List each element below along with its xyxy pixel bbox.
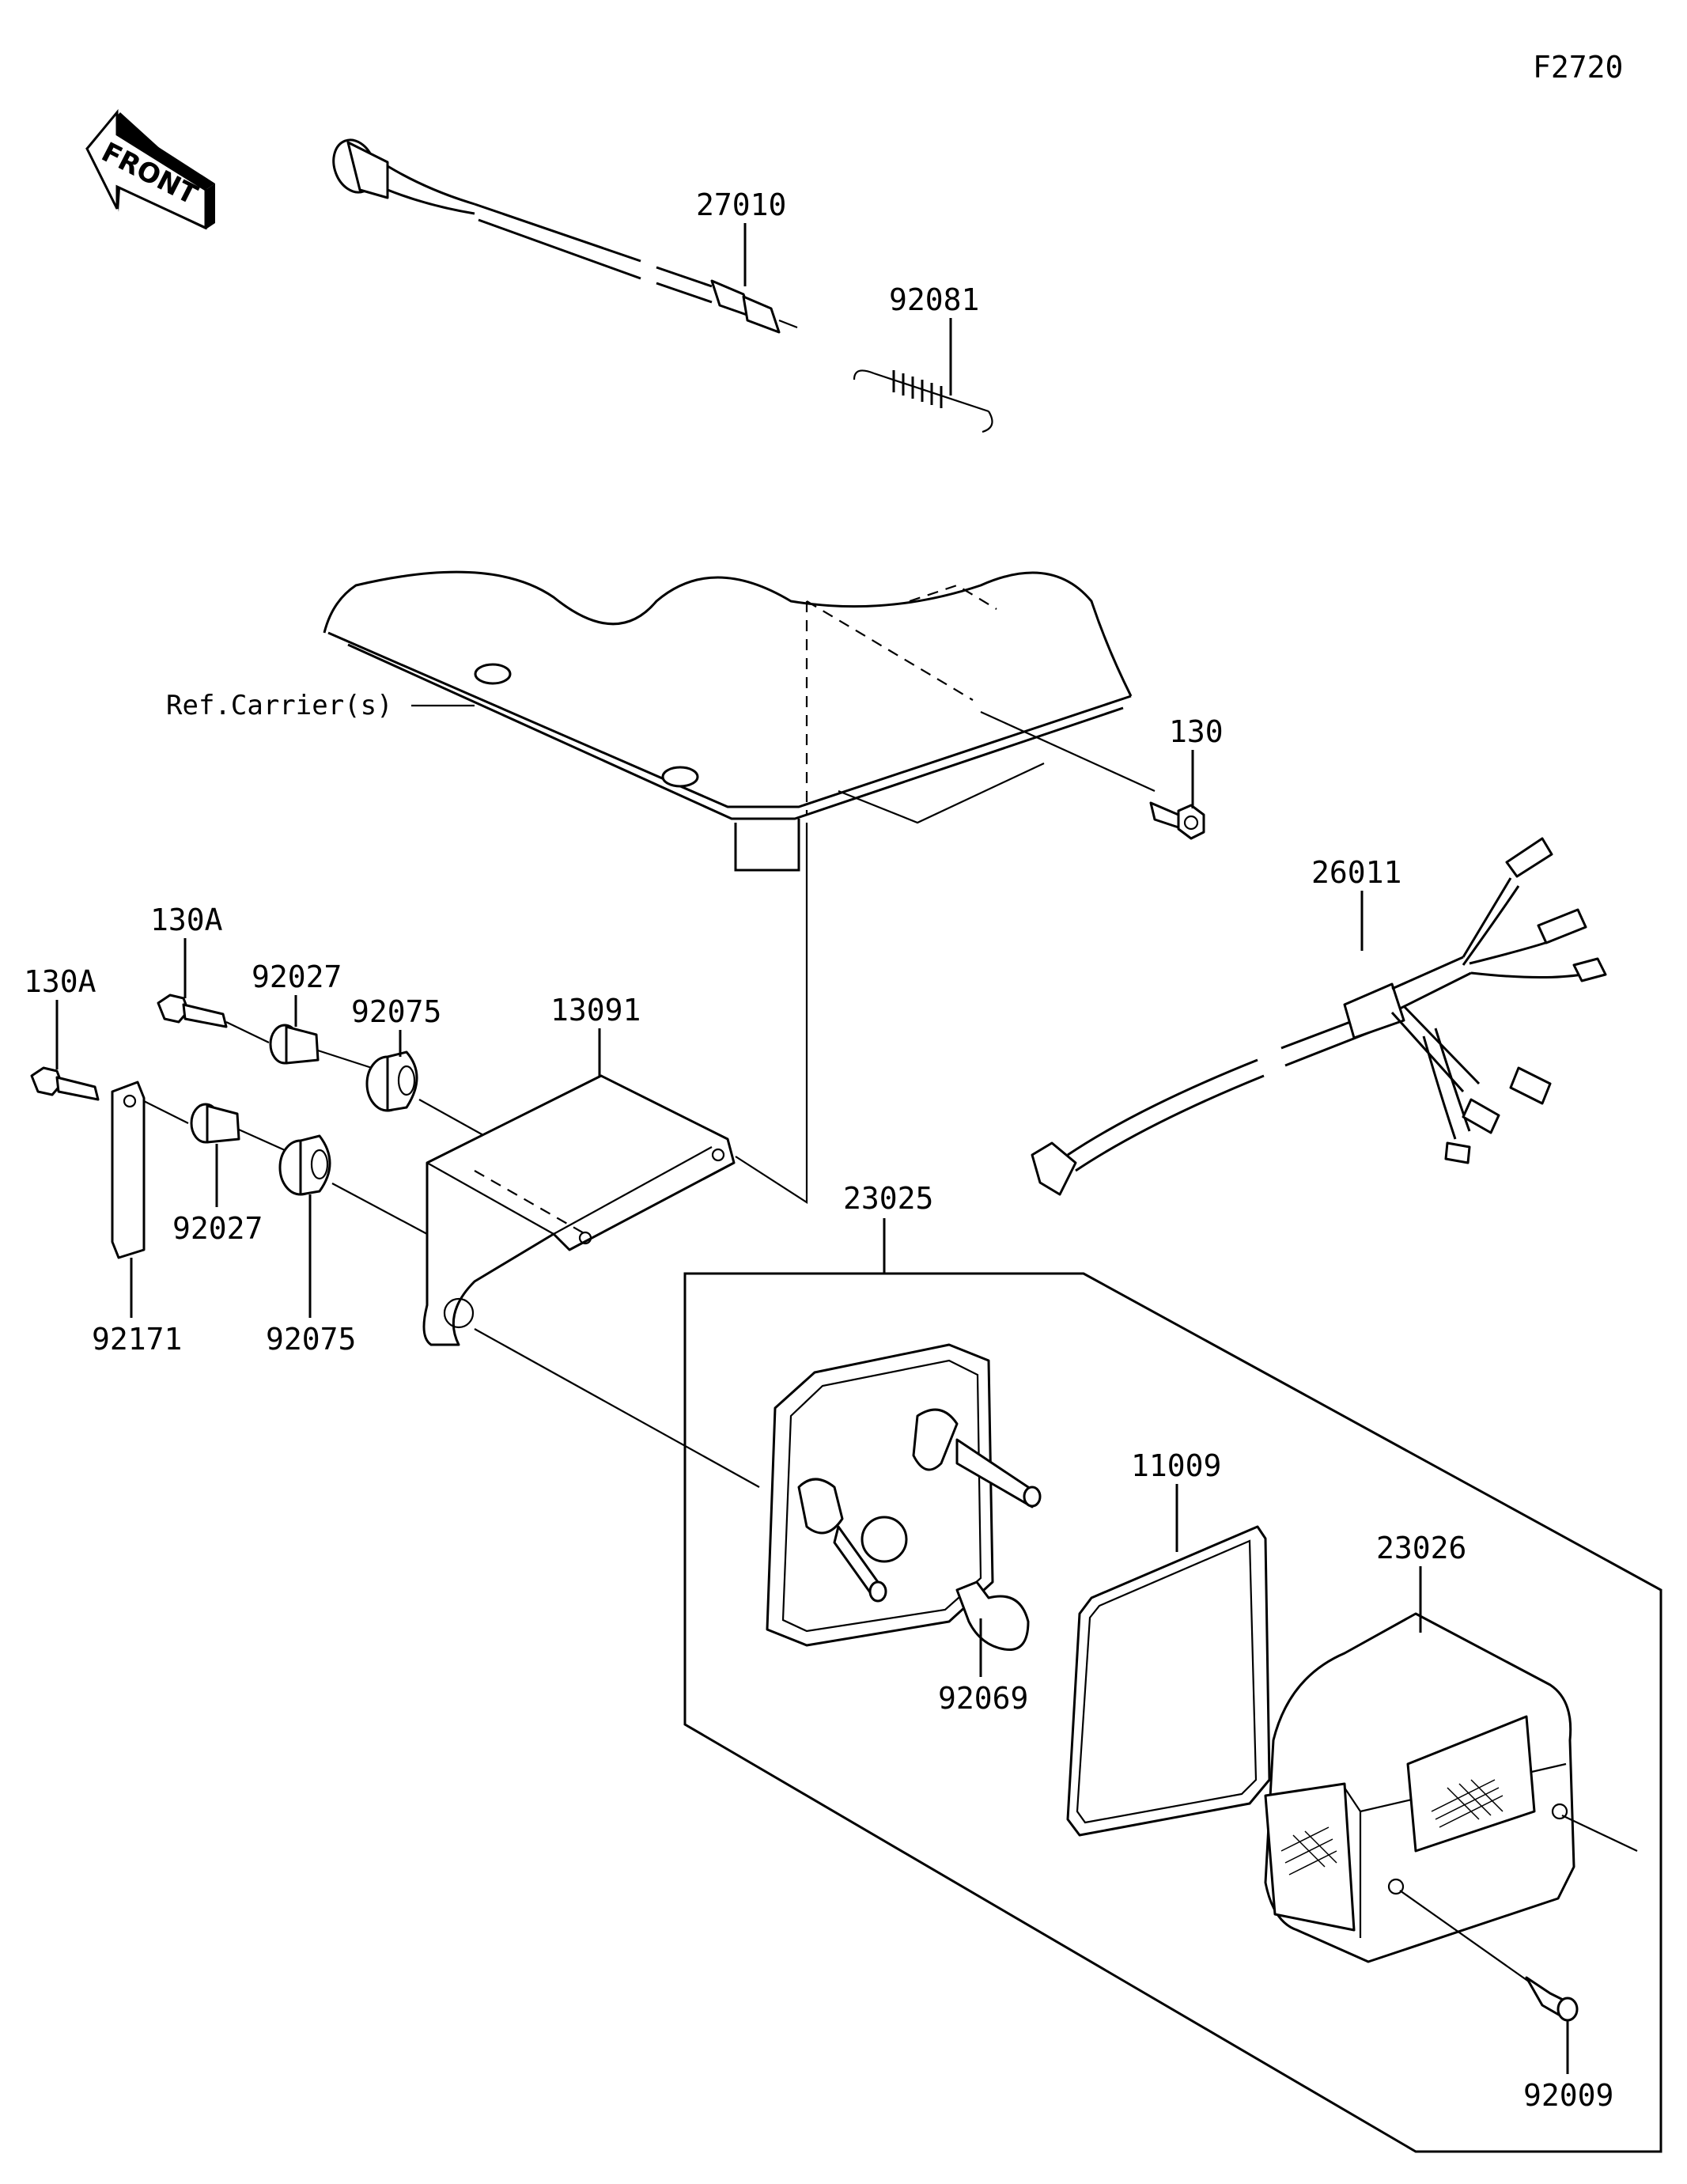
label-92027-lower: 92027 — [172, 1211, 263, 1246]
label-92081: 92081 — [889, 282, 979, 317]
label-27010: 27010 — [696, 187, 786, 222]
assembly-line — [418, 1099, 491, 1140]
hidden-line — [474, 1170, 586, 1235]
part-92027-collar-upper — [269, 1024, 320, 1065]
label-92027-upper: 92027 — [252, 960, 342, 994]
assembly-line — [980, 710, 1156, 793]
part-130a-bolt-lower — [30, 1066, 100, 1101]
part-26011-wire-harness — [1031, 837, 1607, 1196]
assembly-23025-outline — [683, 1272, 1662, 2153]
part-23026-lens — [1264, 1612, 1575, 1963]
carrier-reference-outline — [323, 570, 1133, 872]
part-92075-grommet-lower — [278, 1134, 331, 1196]
part-92171-clamp — [111, 1081, 146, 1259]
assembly-line — [735, 823, 808, 1205]
label-130: 130 — [1169, 714, 1224, 749]
part-13091-bracket — [422, 1074, 736, 1346]
label-130a-upper: 130A — [150, 903, 223, 937]
part-130a-bolt-upper — [157, 994, 228, 1028]
figure-code: F2720 — [1533, 50, 1623, 85]
assembly-line — [238, 1128, 286, 1152]
part-92075-grommet-upper — [365, 1050, 418, 1112]
label-23025: 23025 — [843, 1181, 933, 1216]
label-23026: 23026 — [1376, 1531, 1466, 1565]
label-92009: 92009 — [1523, 2078, 1613, 2113]
label-13091: 13091 — [550, 993, 641, 1028]
assembly-line — [317, 1049, 373, 1069]
label-130a-lower: 130A — [24, 964, 96, 999]
label-92075-upper: 92075 — [351, 994, 441, 1029]
part-27010-switch-cable — [332, 138, 798, 334]
part-130-bolt — [1149, 801, 1205, 840]
label-ref-carrier: Ref.Carrier(s) — [166, 690, 393, 721]
part-23025-lamp-housing — [766, 1343, 1042, 1647]
hidden-line — [806, 600, 974, 701]
assembly-line — [143, 1100, 189, 1124]
label-92069: 92069 — [938, 1681, 1028, 1716]
part-92081-spring — [853, 369, 993, 433]
part-92009-screw — [1525, 1976, 1579, 2022]
assembly-line — [1399, 1890, 1535, 1986]
part-92027-collar-lower — [190, 1103, 240, 1144]
assembly-line — [225, 1021, 270, 1043]
assembly-line — [474, 1328, 760, 1488]
hidden-line — [909, 584, 997, 610]
label-26011: 26011 — [1311, 855, 1401, 890]
label-92171: 92171 — [92, 1322, 182, 1357]
part-92069-bulb — [955, 1580, 1030, 1652]
assembly-line — [1561, 1815, 1638, 1852]
part-11009-gasket — [1066, 1525, 1271, 1837]
front-arrow-icon: FRONT — [85, 108, 215, 230]
label-11009: 11009 — [1131, 1448, 1221, 1483]
label-92075-lower: 92075 — [266, 1322, 356, 1357]
assembly-line — [331, 1183, 428, 1235]
mount-outline — [838, 763, 1045, 824]
